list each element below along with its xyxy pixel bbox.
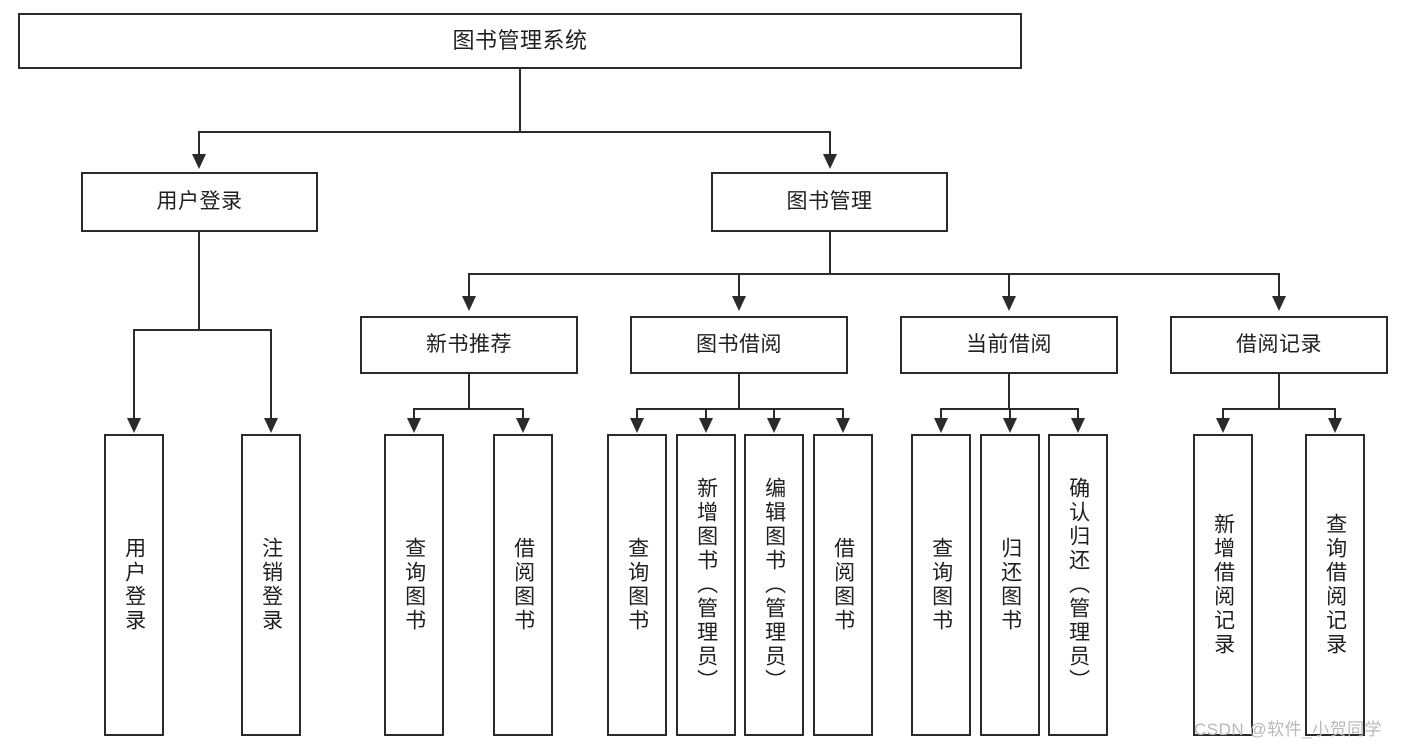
leaf-add-book-admin[interactable]: 新增图书（管理员） <box>676 434 736 736</box>
watermark-text: CSDN @软件_小贺同学 <box>1194 720 1383 739</box>
arrow-to-leaf-query-book-cb <box>934 418 948 433</box>
connector-bm-to-book-borrow <box>738 273 740 298</box>
arrow-to-borrow-record <box>1272 296 1286 311</box>
connector-root-stem <box>519 69 521 132</box>
node-label: 查询借阅记录 <box>1323 513 1347 657</box>
arrow-to-book-management <box>823 154 837 169</box>
connector-borrow-record-stem <box>1278 374 1280 409</box>
node-label: 新增借阅记录 <box>1211 513 1235 657</box>
node-label: 新书推荐 <box>426 332 512 356</box>
leaf-user-login[interactable]: 用户登录 <box>104 434 164 736</box>
node-label: 借阅图书 <box>511 537 535 633</box>
connector-new-book-bus <box>413 408 523 410</box>
connector-nb-to-leaf-1 <box>413 408 415 420</box>
arrow-to-leaf-add-record <box>1216 418 1230 433</box>
leaf-add-borrow-record[interactable]: 新增借阅记录 <box>1193 434 1253 736</box>
node-label: 编辑图书（管理员） <box>762 477 786 693</box>
connector-bb-to-leaf-1 <box>636 408 638 420</box>
connector-borrow-record-bus <box>1222 408 1335 410</box>
node-label: 用户登录 <box>156 189 243 213</box>
node-current-borrow[interactable]: 当前借阅 <box>900 316 1118 374</box>
node-label: 注销登录 <box>259 537 283 633</box>
connector-user-login-bus <box>133 329 271 331</box>
connector-bm-to-borrow-record <box>1278 273 1280 298</box>
connector-book-management-bus <box>468 273 1280 275</box>
arrow-to-leaf-borrow-book-bb <box>836 418 850 433</box>
connector-bm-to-current-borrow <box>1008 273 1010 298</box>
connector-root-to-book-management <box>829 131 831 156</box>
leaf-query-book-recommend[interactable]: 查询图书 <box>384 434 444 736</box>
leaf-borrow-book[interactable]: 借阅图书 <box>813 434 873 736</box>
node-label: 图书借阅 <box>696 332 782 356</box>
arrow-to-new-book-recommend <box>462 296 476 311</box>
arrow-to-leaf-borrow-book-nb <box>516 418 530 433</box>
node-label: 查询图书 <box>929 537 953 633</box>
node-label: 查询图书 <box>402 537 426 633</box>
leaf-logout[interactable]: 注销登录 <box>241 434 301 736</box>
node-book-management[interactable]: 图书管理 <box>711 172 948 232</box>
connector-bm-to-new-book <box>468 273 470 298</box>
connector-bb-to-leaf-4 <box>842 408 844 420</box>
node-label: 用户登录 <box>122 537 146 633</box>
node-label: 当前借阅 <box>966 332 1052 356</box>
node-label: 归还图书 <box>998 537 1022 633</box>
connector-book-management-stem <box>829 232 831 274</box>
arrow-to-user-login <box>192 154 206 169</box>
arrow-to-leaf-query-book-nb <box>407 418 421 433</box>
leaf-borrow-book-recommend[interactable]: 借阅图书 <box>493 434 553 736</box>
node-label: 确认归还（管理员） <box>1066 477 1090 693</box>
arrow-to-leaf-confirm-return <box>1071 418 1085 433</box>
arrow-to-leaf-return-book <box>1003 418 1017 433</box>
leaf-confirm-return-admin[interactable]: 确认归还（管理员） <box>1048 434 1108 736</box>
node-label: 查询图书 <box>625 537 649 633</box>
leaf-query-book-borrow[interactable]: 查询图书 <box>607 434 667 736</box>
connector-bb-to-leaf-2 <box>705 408 707 420</box>
node-book-borrow[interactable]: 图书借阅 <box>630 316 848 374</box>
connector-root-to-user-login <box>198 131 200 156</box>
arrow-to-leaf-add-book <box>699 418 713 433</box>
arrow-to-leaf-query-book-bb <box>630 418 644 433</box>
connector-nb-to-leaf-2 <box>522 408 524 420</box>
node-label: 借阅图书 <box>831 537 855 633</box>
node-label: 借阅记录 <box>1236 332 1322 356</box>
arrow-to-leaf-query-record <box>1328 418 1342 433</box>
arrow-to-book-borrow <box>732 296 746 311</box>
connector-book-borrow-stem <box>738 374 740 409</box>
connector-user-login-stem <box>198 232 200 330</box>
leaf-return-book[interactable]: 归还图书 <box>980 434 1040 736</box>
node-new-book-recommend[interactable]: 新书推荐 <box>360 316 578 374</box>
arrow-to-leaf-user-login <box>127 418 141 433</box>
connector-cb-to-leaf-1 <box>940 408 942 420</box>
arrow-to-leaf-logout <box>264 418 278 433</box>
node-book-management-system[interactable]: 图书管理系统 <box>18 13 1022 69</box>
connector-current-borrow-stem <box>1008 374 1010 409</box>
leaf-query-book-current[interactable]: 查询图书 <box>911 434 971 736</box>
leaf-query-borrow-record[interactable]: 查询借阅记录 <box>1305 434 1365 736</box>
connector-user-login-to-leaf-1 <box>133 329 135 420</box>
connector-cb-to-leaf-2 <box>1009 408 1011 420</box>
node-borrow-record[interactable]: 借阅记录 <box>1170 316 1388 374</box>
connector-br-to-leaf-1 <box>1222 408 1224 420</box>
leaf-edit-book-admin[interactable]: 编辑图书（管理员） <box>744 434 804 736</box>
node-label: 新增图书（管理员） <box>694 477 718 693</box>
node-label: 图书管理 <box>786 189 873 213</box>
connector-book-borrow-bus <box>636 408 844 410</box>
connector-br-to-leaf-2 <box>1334 408 1336 420</box>
connector-user-login-to-leaf-2 <box>270 329 272 420</box>
connector-new-book-stem <box>468 374 470 409</box>
arrow-to-current-borrow <box>1002 296 1016 311</box>
arrow-to-leaf-edit-book <box>767 418 781 433</box>
connector-cb-to-leaf-3 <box>1077 408 1079 420</box>
node-user-login[interactable]: 用户登录 <box>81 172 318 232</box>
connector-root-bus <box>198 131 831 133</box>
node-label: 图书管理系统 <box>452 28 588 54</box>
connector-bb-to-leaf-3 <box>773 408 775 420</box>
